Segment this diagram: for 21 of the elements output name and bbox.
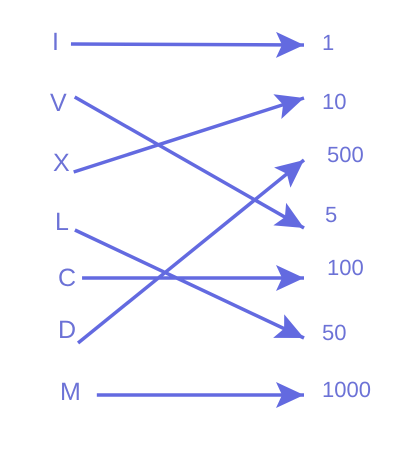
arabic-number: 100 [304,254,364,282]
arrow [82,265,304,291]
roman-numeral: M [60,378,97,406]
arabic-number: 5 [304,201,338,229]
roman-numeral: D [58,316,78,344]
arrow [74,228,305,340]
arabic-number: 50 [304,319,346,347]
arrow [70,32,304,58]
roman-numeral: V [50,89,75,117]
arabic-number: 1 [304,29,334,57]
arrow [73,94,305,174]
arabic-number: 500 [304,141,364,169]
arrow [76,158,306,344]
arabic-number: 10 [304,88,346,116]
arabic-number: 1000 [304,376,371,404]
roman-numeral: X [53,149,74,177]
arrow [74,95,305,230]
roman-numeral: I [52,28,71,56]
roman-numeral: L [55,208,75,236]
arrow [96,382,304,408]
roman-numeral: C [58,264,82,292]
